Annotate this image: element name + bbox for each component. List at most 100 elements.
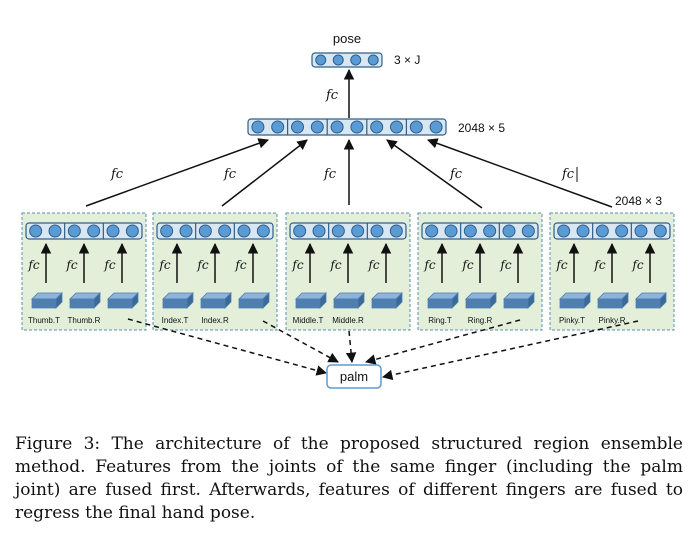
palm-arrow-pinky: [381, 320, 639, 381]
fc-label-thumb-2: fc: [103, 258, 115, 272]
palm-label: palm: [340, 369, 368, 384]
roi-slab-index-0-front: [162, 298, 188, 309]
figure-caption: Figure 3: The architecture of the propos…: [15, 434, 683, 523]
roi-slab-index-0-side: [186, 292, 194, 309]
finger-vector-middle: [289, 222, 407, 240]
fc-arrow-merge-ring: [386, 139, 483, 209]
fc-label-index-1: fc: [196, 258, 208, 272]
pose-vector-node: [315, 54, 327, 66]
pose-vector-node: [350, 54, 362, 66]
merge-vector-node: [429, 120, 443, 134]
merge-dim: 2048 × 5: [458, 121, 505, 135]
roi-label-thumb-0: Thumb.T: [28, 316, 60, 325]
finger-vector-middle-node: [351, 224, 365, 238]
fc-label-middle-1: fc: [329, 258, 341, 272]
finger-vector-ring-node: [444, 224, 458, 238]
roi-slab-pinky-0-side: [583, 292, 591, 309]
fc-label-ring-0: fc: [423, 258, 435, 272]
finger-vector-pinky-node: [595, 224, 609, 238]
finger-vector-index-node: [160, 224, 174, 238]
roi-label-ring-0: Ring.T: [428, 316, 452, 325]
roi-slab-pinky-0-front: [559, 298, 585, 309]
roi-slab-index-1-side: [224, 292, 232, 309]
merge-vector-node: [291, 120, 304, 134]
palm-arrow-thumb: [127, 318, 328, 376]
finger-vector-pinky-node: [653, 224, 667, 238]
fc-label-ring-2: fc: [499, 258, 511, 272]
roi-slab-thumb-0-side: [55, 292, 63, 309]
roi-slab-middle-1-front: [333, 298, 359, 309]
roi-slab-ring-0-front: [427, 298, 453, 309]
finger-vector-index-node: [218, 224, 232, 238]
finger-vector-thumb-node: [29, 224, 43, 238]
roi-slab-pinky-1-front: [597, 298, 623, 309]
fc-label-pinky-1: fc: [593, 258, 605, 272]
merge-vector-node: [251, 120, 265, 134]
finger-vector-pinky: [553, 222, 671, 240]
roi-slab-index-2-front: [238, 298, 264, 309]
finger-vector-ring-node: [521, 224, 535, 238]
roi-slab-thumb-1-front: [69, 298, 95, 309]
fc-label-ring-1: fc: [461, 258, 473, 272]
fc-label-pose: fc: [325, 88, 339, 103]
fc-label-index-0: fc: [158, 258, 170, 272]
pose-vector: [311, 52, 383, 68]
fc-label-pinky-2: fc: [631, 258, 643, 272]
finger-vector-thumb-node: [67, 224, 81, 238]
roi-slab-middle-0-front: [295, 298, 321, 309]
finger-vector-thumb-node: [87, 224, 101, 238]
finger-vector-pinky-node: [576, 224, 590, 238]
merge-vector-node: [271, 120, 285, 134]
fc-label-middle-0: fc: [291, 258, 303, 272]
palm-arrow-middle: [345, 330, 357, 364]
finger-vector-ring-node: [463, 224, 477, 238]
roi-slab-index-2-side: [262, 292, 270, 309]
finger-vector-middle-node: [331, 224, 345, 238]
roi-slab-ring-1-side: [489, 292, 497, 309]
roi-slab-ring-2-front: [503, 298, 529, 309]
pose-dim: 3 × J: [394, 53, 420, 67]
finger-vector-middle-node: [389, 224, 403, 238]
roi-slab-thumb-2-front: [107, 298, 133, 309]
roi-label-pinky-1: Pinky.R: [599, 316, 626, 325]
roi-slab-pinky-2-side: [659, 292, 667, 309]
roi-label-thumb-1: Thumb.R: [68, 316, 101, 325]
fc-arrow-merge-pinky: [427, 138, 613, 208]
finger-vector-index-node: [256, 224, 270, 238]
roi-label-middle-1: Middle.R: [332, 316, 364, 325]
finger-vector-thumb: [25, 222, 143, 240]
roi-label-middle-0: Middle.T: [293, 316, 324, 325]
finger-vector-ring: [421, 222, 539, 240]
roi-label-ring-1: Ring.R: [468, 316, 493, 325]
merge-vector-node: [390, 120, 403, 134]
roi-slab-thumb-1-side: [93, 292, 101, 309]
fc-label-merge-index: fc: [223, 167, 237, 182]
fc-label-pinky-0: fc: [555, 258, 567, 272]
finger-vector-pinky-node: [557, 224, 571, 238]
roi-slab-middle-1-side: [357, 292, 365, 309]
merge-vector-node: [350, 120, 364, 134]
roi-label-index-1: Index.R: [201, 316, 229, 325]
fc-label-thumb-1: fc: [65, 258, 77, 272]
roi-label-pinky-0: Pinky.T: [559, 316, 585, 325]
roi-label-index-0: Index.T: [162, 316, 189, 325]
finger-vector-middle-node: [312, 224, 326, 238]
roi-slab-thumb-0-front: [31, 298, 57, 309]
finger-vector-ring-node: [483, 224, 497, 238]
roi-slab-ring-1-front: [465, 298, 491, 309]
finger-vector-middle-node: [370, 224, 384, 238]
roi-slab-index-1-front: [200, 298, 226, 309]
branch-dim: 2048 × 3: [615, 194, 662, 208]
finger-vector-ring-node: [502, 224, 516, 238]
merge-vector-node: [370, 120, 384, 134]
fc-label-merge-pinky: fc: [561, 167, 575, 182]
finger-vector-index-node: [179, 224, 193, 238]
fc-label-merge-middle: fc: [323, 167, 337, 182]
merge-vector-node: [310, 120, 324, 134]
merge-vector-node: [409, 120, 423, 134]
fc-label-index-2: fc: [234, 258, 246, 272]
